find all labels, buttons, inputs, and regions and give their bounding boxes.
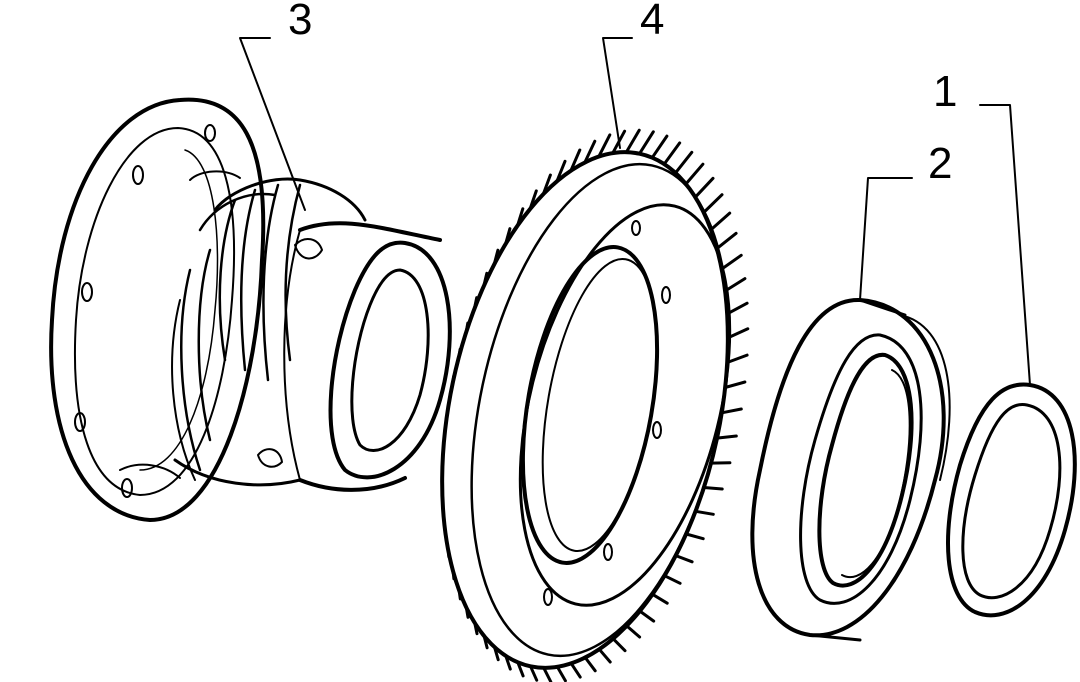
callout-1: 1 bbox=[933, 67, 957, 116]
gear-tooth bbox=[720, 407, 743, 415]
ring bbox=[946, 382, 1077, 618]
gear-tooth bbox=[638, 609, 656, 623]
leader-line-4 bbox=[602, 37, 633, 149]
leader-line-2 bbox=[859, 177, 913, 301]
gear-tooth bbox=[693, 176, 715, 199]
gear-tooth bbox=[583, 139, 597, 164]
callout-labels: 3 4 1 2 bbox=[288, 0, 957, 188]
leader-lines bbox=[239, 37, 1031, 386]
differential-housing bbox=[49, 97, 452, 522]
gear-tooth bbox=[569, 661, 582, 679]
gear-tooth bbox=[715, 434, 738, 440]
gear-tooth bbox=[597, 133, 612, 159]
gear-tooth bbox=[674, 150, 694, 175]
ring-gear bbox=[440, 128, 750, 682]
gear-tooth bbox=[723, 277, 747, 293]
gear-tooth bbox=[650, 134, 669, 160]
gear-tooth bbox=[611, 637, 627, 653]
gear-tooth bbox=[702, 486, 724, 491]
gear-tooth bbox=[684, 162, 705, 186]
bearing bbox=[750, 297, 951, 642]
gear-tooth bbox=[694, 509, 715, 516]
callout-3: 3 bbox=[288, 0, 312, 44]
gear-tooth bbox=[555, 665, 567, 682]
gear-tooth bbox=[569, 148, 582, 173]
gear-tooth bbox=[542, 666, 553, 682]
gear-tooth bbox=[583, 656, 597, 673]
gear-tooth bbox=[638, 130, 655, 156]
callout-4: 4 bbox=[640, 0, 664, 44]
leader-line-3 bbox=[239, 37, 306, 211]
gear-tooth bbox=[720, 253, 743, 271]
callout-2: 2 bbox=[928, 139, 952, 188]
gear-tooth bbox=[684, 532, 705, 541]
gear-tooth bbox=[723, 380, 747, 389]
gear-tooth bbox=[662, 141, 682, 166]
gear-tooth bbox=[715, 231, 738, 251]
gear-tooth bbox=[674, 554, 694, 564]
leader-line-1 bbox=[979, 104, 1031, 386]
gear-tooth bbox=[625, 624, 642, 639]
gear-tooth bbox=[624, 128, 641, 154]
gear-tooth bbox=[651, 592, 669, 605]
gear-tooth bbox=[709, 211, 732, 232]
gear-tooth bbox=[663, 574, 682, 585]
gear-tooth bbox=[529, 664, 539, 682]
gear-tooth bbox=[597, 647, 612, 664]
gear-tooth bbox=[702, 193, 724, 214]
gear-tooth bbox=[725, 353, 749, 364]
